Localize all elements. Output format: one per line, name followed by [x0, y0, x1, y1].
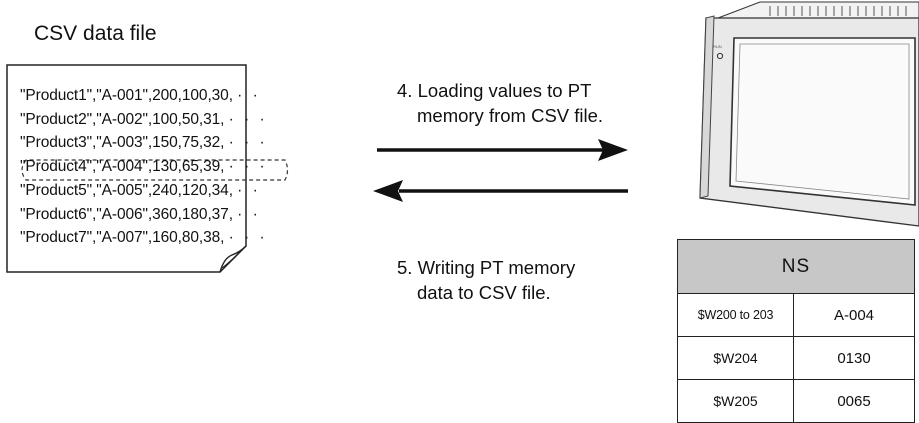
memory-value: A-004: [793, 293, 915, 337]
selected-record-outline: [21, 159, 289, 181]
pt-memory-header: NS: [677, 239, 915, 294]
svg-text:RUN: RUN: [713, 44, 722, 49]
table-row: $W204 0130: [677, 336, 915, 380]
memory-address: $W204: [677, 336, 794, 380]
pt-device-icon: RUN: [699, 1, 919, 227]
csv-file-title: CSV data file: [34, 22, 157, 45]
csv-line: "Product3","A-003",150,75,32, · · ·: [20, 134, 268, 151]
pt-memory-table: NS $W200 to 203 A-004 $W204 0130 $W205 0…: [677, 239, 915, 423]
table-row: $W205 0065: [677, 379, 915, 423]
memory-address: $W200 to 203: [677, 293, 794, 337]
memory-value: 0130: [793, 336, 915, 380]
memory-address: $W205: [677, 379, 794, 423]
write-arrow: [373, 180, 628, 202]
csv-line: "Product1","A-001",200,100,30, · ·: [20, 87, 261, 104]
write-caption: 5. Writing PT memory data to CSV file.: [397, 257, 576, 303]
csv-line: "Product2","A-002",100,50,31, · · ·: [20, 111, 268, 128]
load-arrow: [377, 139, 628, 161]
csv-line: "Product6","A-006",360,180,37, · ·: [20, 206, 261, 223]
table-row: $W200 to 203 A-004: [677, 293, 915, 337]
csv-line-selected: "Product4","A-004",130,65,39, · · ·: [20, 158, 268, 175]
csv-line: "Product7","A-007",160,80,38, · · ·: [20, 229, 268, 246]
memory-value: 0065: [793, 379, 915, 423]
load-caption: 4. Loading values to PT memory from CSV …: [397, 80, 604, 126]
csv-line: "Product5","A-005",240,120,34, · ·: [20, 182, 261, 199]
csv-file-document: [6, 64, 289, 273]
